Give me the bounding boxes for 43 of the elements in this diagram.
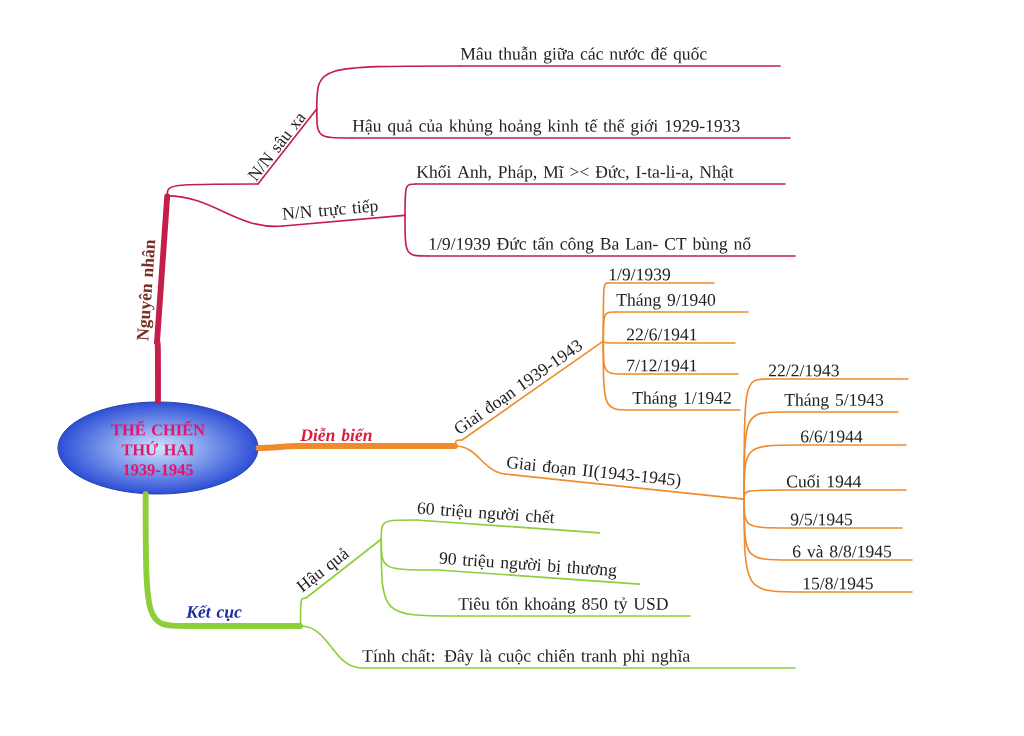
branch-label: 90 triệu người bị thương xyxy=(437,552,641,585)
branch-line xyxy=(743,489,787,500)
branch-line xyxy=(315,107,353,139)
branch-label: N/N trực tiếp xyxy=(282,199,406,227)
main-branch xyxy=(154,339,161,405)
branch-label: Tháng 5/1943 xyxy=(783,393,899,413)
main-branch xyxy=(255,443,303,451)
branch-label: Hậu quả xyxy=(295,538,382,599)
branch-label: 6 và 8/8/1945 xyxy=(791,545,913,561)
branch-label: 22/2/1943 xyxy=(767,364,909,380)
branch-label: Hậu quả của khủng hoảng kinh tế thế giới 1929-1933 xyxy=(351,118,791,139)
branch-line xyxy=(602,340,627,344)
branch-line xyxy=(166,183,259,197)
branch-label: 9/5/1945 xyxy=(789,513,903,529)
branch-line xyxy=(380,519,417,541)
branch-line xyxy=(380,538,459,617)
branch-label: Tháng 9/1940 xyxy=(615,293,749,313)
branch-label: Giai đoạn II(1943-1945) xyxy=(504,456,745,500)
branch-line xyxy=(404,214,429,257)
branch-label: Mâu thuẫn giữa các nước đế quốc xyxy=(459,46,781,67)
branch-line xyxy=(743,498,803,593)
branch-label: 6/6/1944 xyxy=(799,430,907,446)
branch-label: 15/8/1945 xyxy=(801,577,913,593)
branch-label: Cuối 1944 xyxy=(785,474,907,491)
branch-line xyxy=(602,340,633,411)
branch-label: Kết cục xyxy=(183,604,303,629)
branch-label: Tháng 1/1942 xyxy=(631,391,741,411)
branch-line xyxy=(454,439,463,447)
branch-line xyxy=(299,597,307,627)
branch-label: 1/9/1939 Đức tấn công Ba Lan- CT bùng nổ xyxy=(427,236,796,257)
branch-label: 7/12/1941 xyxy=(625,359,739,375)
branch-label: Tiêu tốn khoảng 850 tỷ USD xyxy=(457,596,691,617)
branch-label: Nguyên nhân xyxy=(136,193,171,345)
branch-label: 22/6/1941 xyxy=(625,328,736,344)
branch-label: Khối Anh, Pháp, Mĩ >< Đức, I-ta-li-a, Nhật xyxy=(415,164,786,185)
branch-line xyxy=(602,311,617,342)
branch-line xyxy=(454,445,506,475)
branch-label: 60 triệu người chết xyxy=(415,502,601,534)
branch-line xyxy=(315,65,461,110)
branch-line xyxy=(299,625,363,669)
branch-label: 1/9/1939 xyxy=(607,268,715,284)
branch-label: Tính chất: Đây là cuộc chiến tranh phi nghĩa xyxy=(361,648,796,669)
main-branch xyxy=(142,491,189,629)
